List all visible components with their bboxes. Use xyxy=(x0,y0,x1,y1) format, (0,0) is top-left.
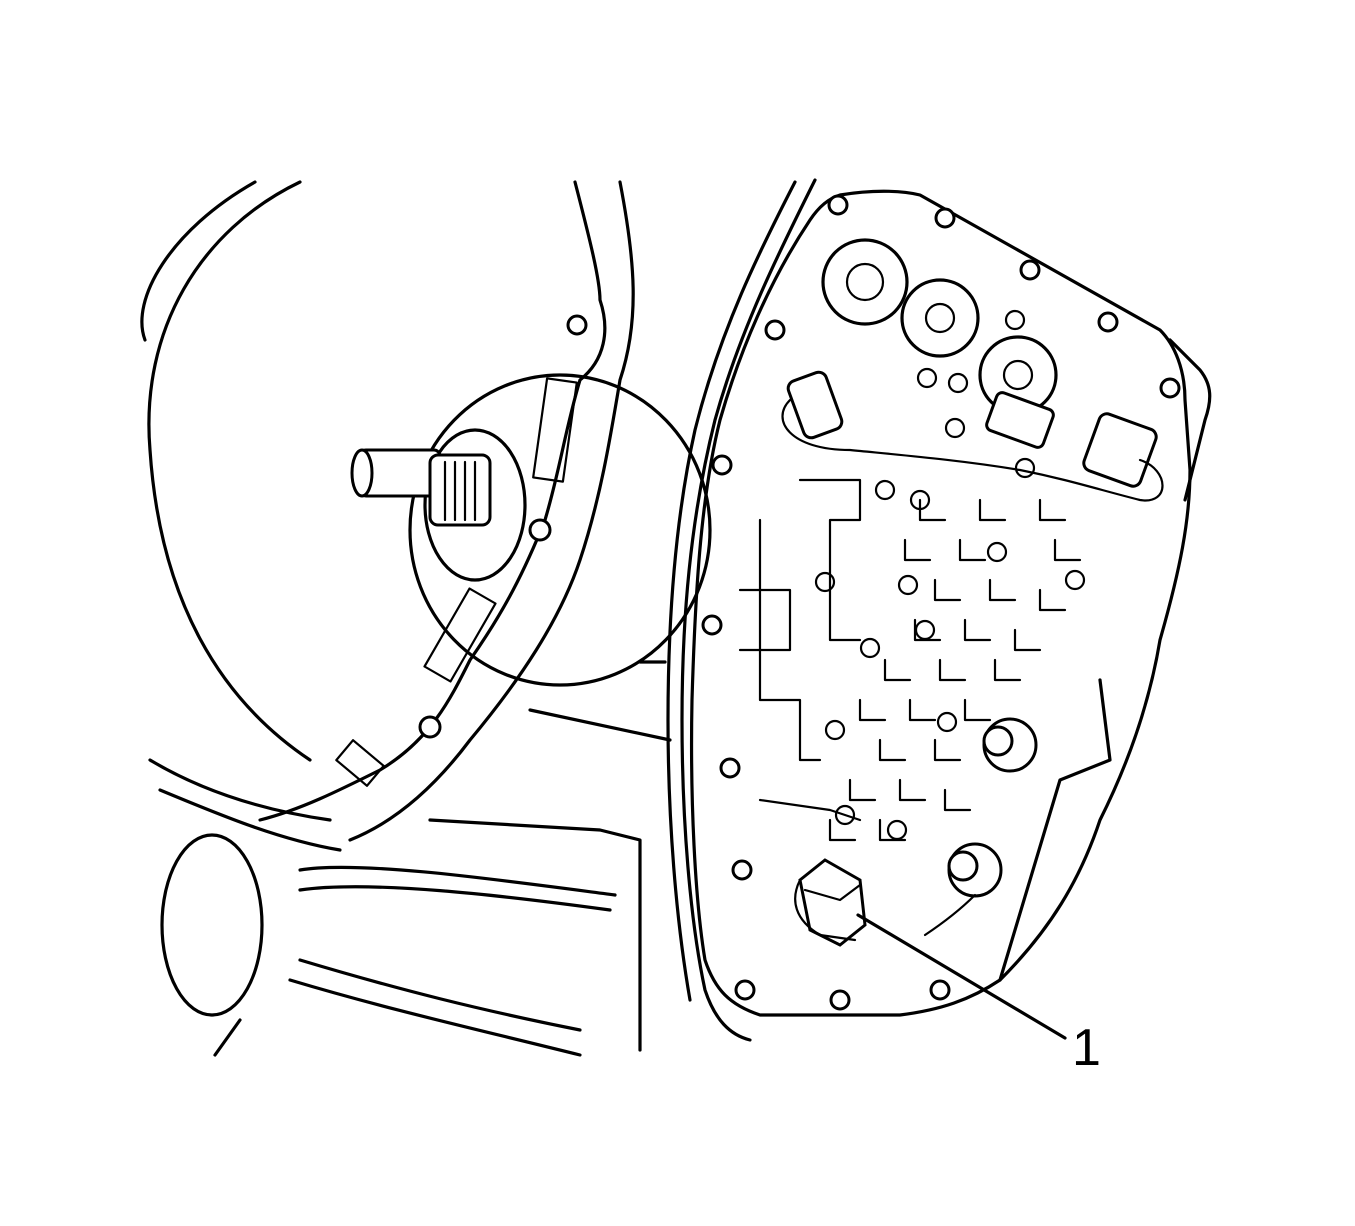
converter-housing xyxy=(140,180,342,852)
callout-label-1: 1 xyxy=(1072,1019,1101,1077)
callout-leader-1 xyxy=(856,913,1067,1040)
valve-body-case xyxy=(666,178,1212,1042)
transmission-case xyxy=(160,660,672,1057)
valve-body-bolts xyxy=(923,717,1038,937)
accumulator-pistons xyxy=(821,238,1058,415)
connector-item-1 xyxy=(794,858,867,947)
valve-body-passages xyxy=(738,309,1086,842)
shift-solenoids xyxy=(781,370,1164,502)
bell-housing-flange xyxy=(258,180,635,842)
input-shaft xyxy=(350,373,712,687)
